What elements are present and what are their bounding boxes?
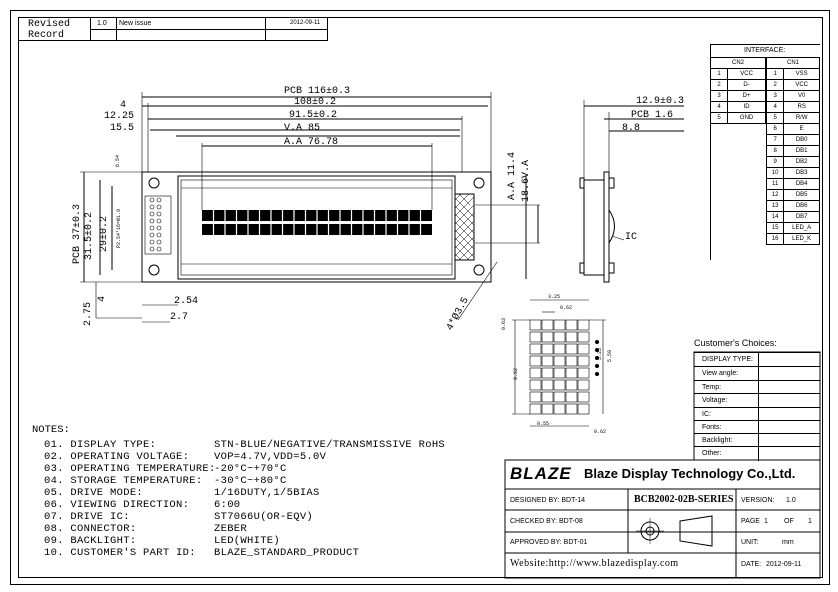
dot-dim-bot1: 0.55 bbox=[537, 421, 550, 427]
dot-dim-bot2: 0.62 bbox=[594, 429, 607, 435]
note-row: 04. STORAGE TEMPERATURE:-30°C~+80°C bbox=[44, 475, 287, 487]
approved-by: APPROVED BY: BDT-01 bbox=[510, 539, 588, 546]
interface-title: INTERFACE: bbox=[744, 47, 786, 54]
choice-display-type: DISPLAY TYPE: bbox=[694, 352, 820, 367]
zebra-connector bbox=[454, 193, 475, 261]
dim-4: 4 bbox=[120, 100, 127, 111]
dot-matrix-detail bbox=[512, 299, 606, 427]
revision-date: 2012-09-11 bbox=[290, 20, 321, 26]
note-row: 09. BACKLIGHT:LED(WHITE) bbox=[44, 535, 281, 547]
choice-temp: Temp: bbox=[694, 380, 820, 395]
side-ic-bump bbox=[608, 209, 615, 244]
dim-side-129: 12.9±0.3 bbox=[636, 96, 685, 107]
pin-header bbox=[144, 195, 172, 255]
dim-315: 31.5±0.2 bbox=[84, 211, 95, 260]
dim-915: 91.5±0.2 bbox=[289, 110, 338, 121]
choice-voltage: Voltage: bbox=[694, 393, 820, 408]
company-name: Blaze Display Technology Co.,Ltd. bbox=[584, 466, 796, 481]
mount-hole-bl bbox=[148, 264, 160, 276]
inner-border bbox=[18, 17, 823, 578]
header-pins bbox=[149, 197, 162, 252]
dim-27: 2.7 bbox=[170, 312, 189, 323]
revision-desc: New issue bbox=[119, 20, 152, 27]
dim-155: 15.5 bbox=[110, 123, 135, 134]
company-logo: BLAZE bbox=[510, 464, 572, 483]
of-label: OF bbox=[784, 518, 794, 525]
choice-ic: IC: bbox=[694, 407, 820, 422]
pages-value: 1 bbox=[808, 518, 812, 525]
note-row: 02. OPERATING VOLTAGE:VOP=4.7V,VDD=5.0V bbox=[44, 451, 327, 463]
dim-1225: 12.25 bbox=[104, 111, 135, 122]
dim-pcb-width: PCB 116±0.3 bbox=[284, 86, 351, 97]
unit-label: UNIT: bbox=[741, 539, 759, 546]
dot-dim-side1: 0.63 bbox=[501, 317, 507, 330]
dim-275: 2.75 bbox=[83, 301, 94, 326]
dim-pin-pitch: P2.54*16=Ø1.0 bbox=[116, 208, 122, 248]
dim-aa-height: A.A 11.4 bbox=[507, 151, 518, 200]
date-label: DATE: bbox=[741, 561, 762, 568]
dim-side-pcb: PCB 1.6 bbox=[631, 110, 674, 121]
version-value: 1.0 bbox=[786, 497, 796, 504]
revision-number: 1.0 bbox=[97, 20, 107, 27]
rev-hline bbox=[90, 29, 328, 30]
rev-divider-3 bbox=[265, 17, 266, 41]
website: Website:http://www.blazedisplay.com bbox=[510, 558, 679, 569]
interface-frame bbox=[710, 44, 820, 260]
revision-label: Revised Record bbox=[28, 19, 71, 41]
note-row: 06. VIEWING DIRECTION:6:00 bbox=[44, 499, 241, 511]
dim-side-88: 8.8 bbox=[622, 123, 641, 134]
page-label: PAGE bbox=[741, 518, 760, 525]
version-label: VERSION: bbox=[741, 497, 775, 504]
dim-va: V.A 85 bbox=[284, 123, 321, 134]
dim-29: 29±0.2 bbox=[99, 215, 110, 252]
dim-pcb-height: PCB 37±0.3 bbox=[72, 203, 83, 264]
designed-by: DESIGNED BY: BDT-14 bbox=[510, 497, 586, 504]
page-value: 1 bbox=[764, 518, 768, 525]
dim-aa: A.A 76.78 bbox=[284, 137, 339, 148]
dim-254: 2.54 bbox=[174, 296, 199, 307]
mount-hole-tl bbox=[148, 177, 160, 189]
dim-108: 108±0.2 bbox=[294, 97, 337, 108]
choice-backlight: Backlight: bbox=[694, 433, 820, 448]
dot-dim-side2: 5.25 bbox=[597, 347, 603, 360]
title-block bbox=[504, 459, 821, 579]
note-row: 07. DRIVE IC:ST7066U(OR-EQV) bbox=[44, 511, 314, 523]
projection-cone bbox=[679, 515, 713, 547]
dot-dim-top1: 3.25 bbox=[548, 294, 561, 300]
pcb-outline bbox=[141, 171, 492, 283]
part-number: BCB2002-02B-SERIES bbox=[634, 494, 734, 505]
choice-other: Other: bbox=[694, 446, 820, 461]
outer-border bbox=[10, 10, 830, 585]
dot-dim-side3: 5.59 bbox=[607, 349, 613, 362]
mount-hole-tr bbox=[473, 177, 485, 189]
side-view-pcb bbox=[583, 179, 605, 276]
mount-hole-br bbox=[473, 264, 485, 276]
note-row: 01. DISPLAY TYPE:STN-BLUE/NEGATIVE/TRANS… bbox=[44, 439, 446, 451]
cn2-header: CN2 bbox=[710, 57, 766, 69]
dot-matrix-dots bbox=[595, 340, 599, 376]
cn1-header: CN1 bbox=[766, 57, 820, 69]
notes-title: NOTES: bbox=[32, 424, 70, 436]
side-view-glass bbox=[603, 171, 610, 283]
unit-value: mm bbox=[782, 539, 794, 546]
choice-view-angle: View angle: bbox=[694, 366, 820, 381]
note-row: 10. CUSTOMER'S PART ID:BLAZE_STANDARD_PR… bbox=[44, 547, 360, 559]
choices-title: Customer's Choices: bbox=[694, 338, 777, 348]
dot-dim-top2: 0.62 bbox=[560, 305, 573, 311]
dot-dim-left: 0.62 bbox=[513, 367, 519, 380]
note-row: 03. OPERATING TEMPERATURE:-20°C~+70°C bbox=[44, 463, 287, 475]
choice-fonts: Fonts: bbox=[694, 420, 820, 435]
dim-pin-label: 6.54 bbox=[115, 154, 121, 167]
date-value: 2012-09-11 bbox=[766, 561, 802, 568]
note-row: 05. DRIVE MODE:1/16DUTY,1/5BIAS bbox=[44, 487, 320, 499]
note-row: 08. CONNECTOR:ZEBER bbox=[44, 523, 248, 535]
dim-va-height: 18.6V.A bbox=[521, 159, 532, 202]
checked-by: CHECKED BY: BDT-08 bbox=[510, 518, 583, 525]
dim-4-bottom: 4 bbox=[97, 295, 108, 302]
ic-label: IC bbox=[625, 232, 638, 243]
